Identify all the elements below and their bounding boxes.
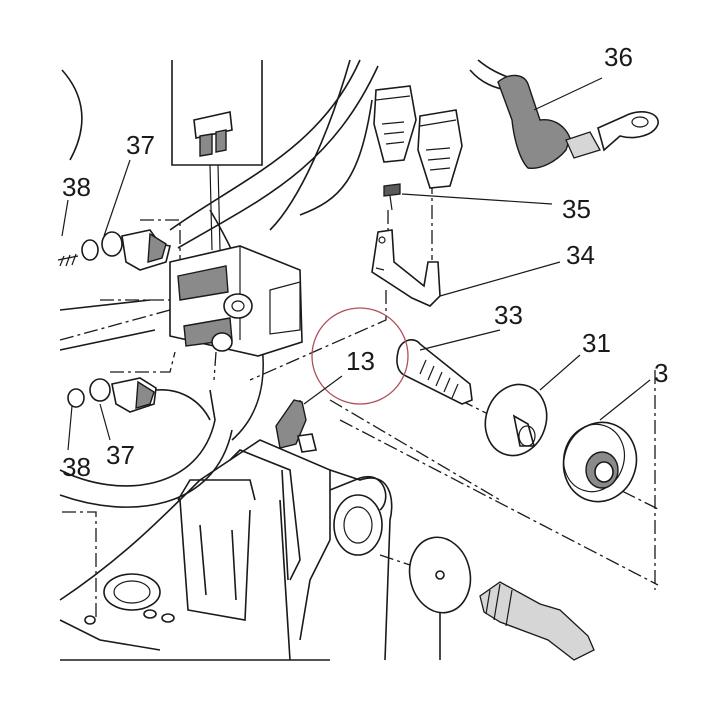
- callout-33: 33: [494, 300, 523, 330]
- callout-36: 36: [604, 42, 633, 72]
- fuse-icon: [193, 111, 233, 157]
- part-34-bracket: [371, 229, 441, 307]
- switch-block: [169, 245, 303, 357]
- callout-labels: 36 35 34 33 31 3 13 37 38 37 38: [62, 42, 668, 482]
- lower-washer-sensor: [408, 536, 595, 661]
- callout-38-lower: 38: [62, 452, 91, 482]
- callout-3: 3: [654, 358, 668, 388]
- part-13-clip: [275, 399, 317, 453]
- callout-37-lower: 37: [106, 440, 135, 470]
- callout-37-upper: 37: [126, 130, 155, 160]
- part-3-bushing: [562, 421, 638, 503]
- housing-outline: [59, 59, 441, 661]
- part-31-washer: [484, 383, 548, 457]
- callout-13: 13: [346, 346, 375, 376]
- part-33-bolt: [396, 339, 473, 405]
- callout-35: 35: [562, 194, 591, 224]
- part-37-38-lower: [67, 377, 211, 421]
- leader-lines: [61, 77, 651, 451]
- part-35-connectors: [373, 85, 463, 211]
- callout-31: 31: [582, 328, 611, 358]
- part-36-cable: [469, 59, 659, 169]
- callout-34: 34: [566, 240, 595, 270]
- highlight-circle: [311, 307, 409, 405]
- part-37-38-upper: [57, 229, 171, 271]
- callout-38-upper: 38: [62, 172, 91, 202]
